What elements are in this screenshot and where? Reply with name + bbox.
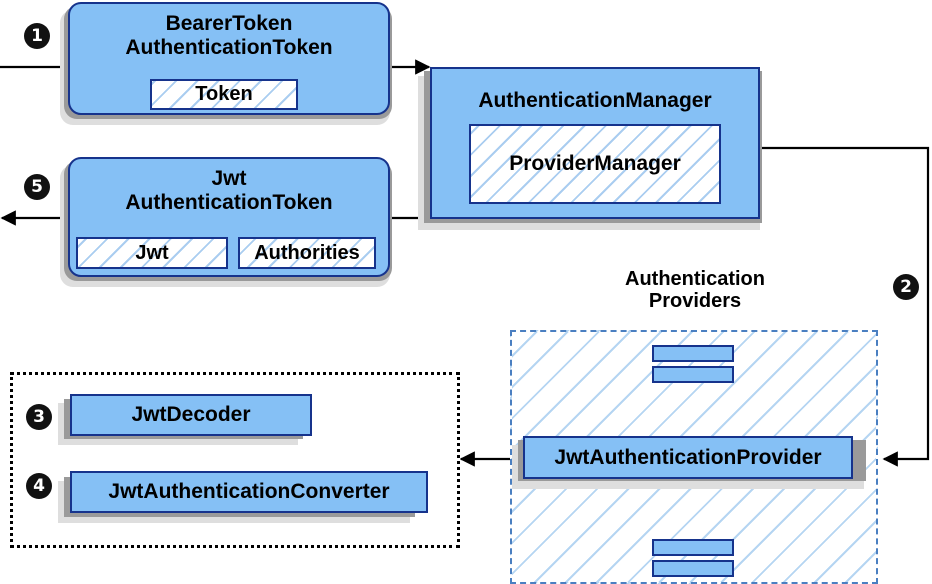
provider-stub-top-1 bbox=[652, 345, 734, 362]
step-marker-3-label: 3 bbox=[33, 406, 45, 427]
provider-manager-label: ProviderManager bbox=[509, 152, 681, 175]
step-marker-2-label: 2 bbox=[900, 276, 912, 297]
node-jwt-decoder[interactable]: JwtDecoder bbox=[70, 394, 312, 436]
jwt-token-line1: Jwt bbox=[211, 167, 247, 190]
token-label: Token bbox=[195, 83, 253, 105]
node-jwt-authentication-provider[interactable]: JwtAuthenticationProvider bbox=[523, 436, 853, 479]
node-provider-manager[interactable]: ProviderManager bbox=[469, 124, 721, 204]
node-jwt-authentication-converter[interactable]: JwtAuthenticationConverter bbox=[70, 471, 428, 513]
provider-stub-top-2 bbox=[652, 366, 734, 383]
provider-stub-bottom-1 bbox=[652, 539, 734, 556]
step-marker-1: 1 bbox=[24, 23, 50, 49]
authentication-providers-label: Authentication Providers bbox=[560, 268, 830, 313]
jwt-decoder-label: JwtDecoder bbox=[131, 403, 251, 427]
authentication-manager-title: AuthenticationManager bbox=[478, 89, 712, 112]
jwt-label: Jwt bbox=[135, 241, 169, 264]
step-marker-2: 2 bbox=[893, 274, 919, 300]
step-marker-4: 4 bbox=[26, 473, 52, 499]
step-marker-5: 5 bbox=[24, 174, 50, 200]
node-authorities[interactable]: Authorities bbox=[238, 237, 376, 269]
bearer-token-line2: AuthenticationToken bbox=[125, 35, 333, 59]
arrow-manager-to-provider bbox=[760, 146, 930, 467]
jwt-authentication-converter-label: JwtAuthenticationConverter bbox=[108, 480, 390, 504]
jwt-token-line2: AuthenticationToken bbox=[125, 190, 333, 214]
provider-stub-bottom-2 bbox=[652, 560, 734, 577]
providers-label-line1: Authentication bbox=[625, 268, 765, 290]
bearer-token-line1: BearerToken bbox=[165, 12, 293, 35]
step-marker-1-label: 1 bbox=[31, 25, 43, 46]
authorities-label: Authorities bbox=[254, 241, 360, 264]
node-token[interactable]: Token bbox=[150, 79, 298, 110]
step-marker-5-label: 5 bbox=[31, 176, 43, 197]
jwt-authentication-provider-label: JwtAuthenticationProvider bbox=[554, 445, 822, 469]
step-marker-4-label: 4 bbox=[33, 475, 45, 496]
providers-label-line2: Providers bbox=[648, 290, 742, 313]
step-marker-3: 3 bbox=[26, 404, 52, 430]
node-jwt[interactable]: Jwt bbox=[76, 237, 228, 269]
